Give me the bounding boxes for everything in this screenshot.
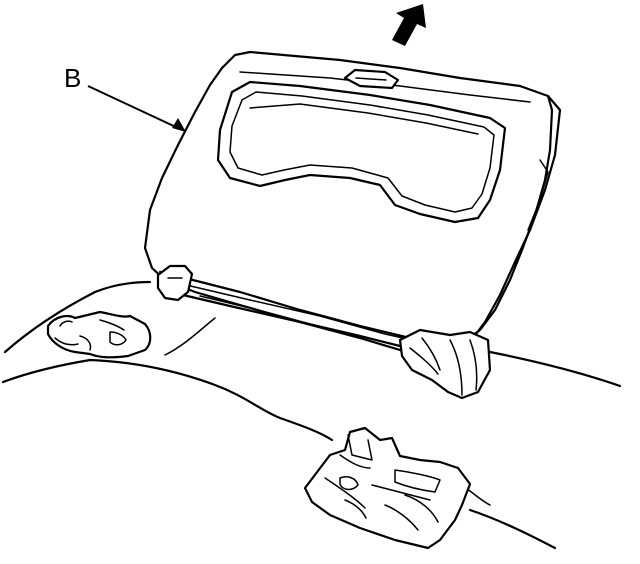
right-floor-latch xyxy=(303,426,472,550)
up-right-arrow-icon xyxy=(392,4,426,46)
callout-b-label: B xyxy=(64,63,81,93)
callout-b: B xyxy=(64,63,186,132)
left-hinge-bracket xyxy=(46,310,152,359)
seat-back-panel xyxy=(143,50,562,400)
